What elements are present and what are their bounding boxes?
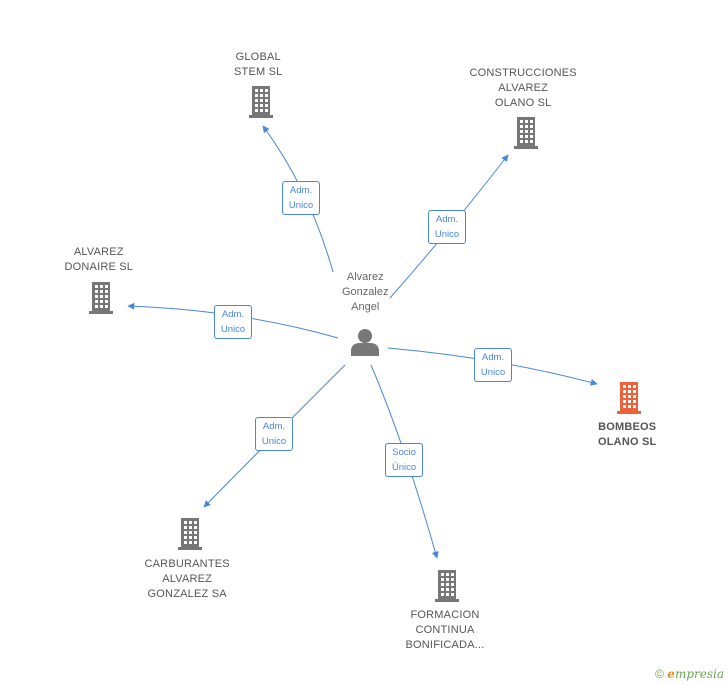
edge-label-line: Adm. <box>221 309 245 320</box>
company-label-formacion[interactable]: FORMACION CONTINUA BONIFICADA... <box>406 608 485 653</box>
edge-label-alvarez-donaire: Adm. Unico <box>214 305 252 339</box>
company-label-line: DONAIRE SL <box>64 261 134 273</box>
person-icon[interactable] <box>351 329 379 356</box>
empresia-logo: © empresia <box>655 667 724 681</box>
edge-label-bombeos: Adm. Unico <box>474 348 512 382</box>
building-icon[interactable] <box>178 518 202 550</box>
company-label-line: ALVAREZ <box>73 246 124 258</box>
building-icon[interactable] <box>617 382 641 414</box>
company-label-line: GLOBAL <box>235 51 281 63</box>
edge-label-line: Adm. <box>481 352 505 363</box>
building-icon[interactable] <box>249 86 273 118</box>
company-label-line: STEM SL <box>234 66 283 78</box>
person-label-line: Alvarez <box>346 271 384 283</box>
edge-label-global-stem: Adm. Unico <box>282 181 320 215</box>
company-label-line: CARBURANTES <box>144 558 230 570</box>
company-label-line: ALVAREZ <box>162 573 213 585</box>
edge-label-line: Unico <box>480 367 506 378</box>
building-icon[interactable] <box>435 570 459 602</box>
company-label-line: BONIFICADA... <box>405 639 485 651</box>
company-label-global-stem[interactable]: GLOBAL STEM SL <box>234 50 282 80</box>
edge-label-carburantes: Adm. Unico <box>255 417 293 451</box>
edge-label-line: Unico <box>434 229 460 240</box>
person-label-line: Angel <box>351 301 380 313</box>
copyright-symbol: © <box>655 667 664 681</box>
edge-label-line: Unico <box>220 324 246 335</box>
edge-label-line: Adm. <box>435 214 459 225</box>
company-label-line: OLANO SL <box>494 97 552 109</box>
edge-label-line: Unico <box>288 200 314 211</box>
company-label-line: CONSTRUCCIONES <box>469 67 577 79</box>
edge-label-construcciones: Adm. Unico <box>428 210 466 244</box>
person-label-line: Gonzalez <box>342 286 389 298</box>
building-icon[interactable] <box>514 117 538 149</box>
company-label-line: GONZALEZ SA <box>147 588 227 600</box>
company-label-line: ALVAREZ <box>498 82 549 94</box>
company-label-line: FORMACION <box>410 609 480 621</box>
edge-label-line: Adm. <box>289 185 313 196</box>
building-icon[interactable] <box>89 282 113 314</box>
company-label-line: BOMBEOS <box>598 421 657 433</box>
company-label-carburantes[interactable]: CARBURANTES ALVAREZ GONZALEZ SA <box>145 557 230 602</box>
company-label-line: CONTINUA <box>415 624 475 636</box>
edge-label-line: Unico <box>261 436 287 447</box>
company-label-construcciones[interactable]: CONSTRUCCIONES ALVAREZ OLANO SL <box>470 66 577 111</box>
company-label-line: OLANO SL <box>598 436 657 448</box>
edge-label-line: Socio <box>392 447 416 458</box>
company-label-alvarez-donaire[interactable]: ALVAREZ DONAIRE SL <box>65 245 134 275</box>
company-label-bombeos[interactable]: BOMBEOS OLANO SL <box>598 420 656 450</box>
edge-label-line: Adm. <box>262 421 286 432</box>
edge-label-line: Único <box>391 462 417 473</box>
